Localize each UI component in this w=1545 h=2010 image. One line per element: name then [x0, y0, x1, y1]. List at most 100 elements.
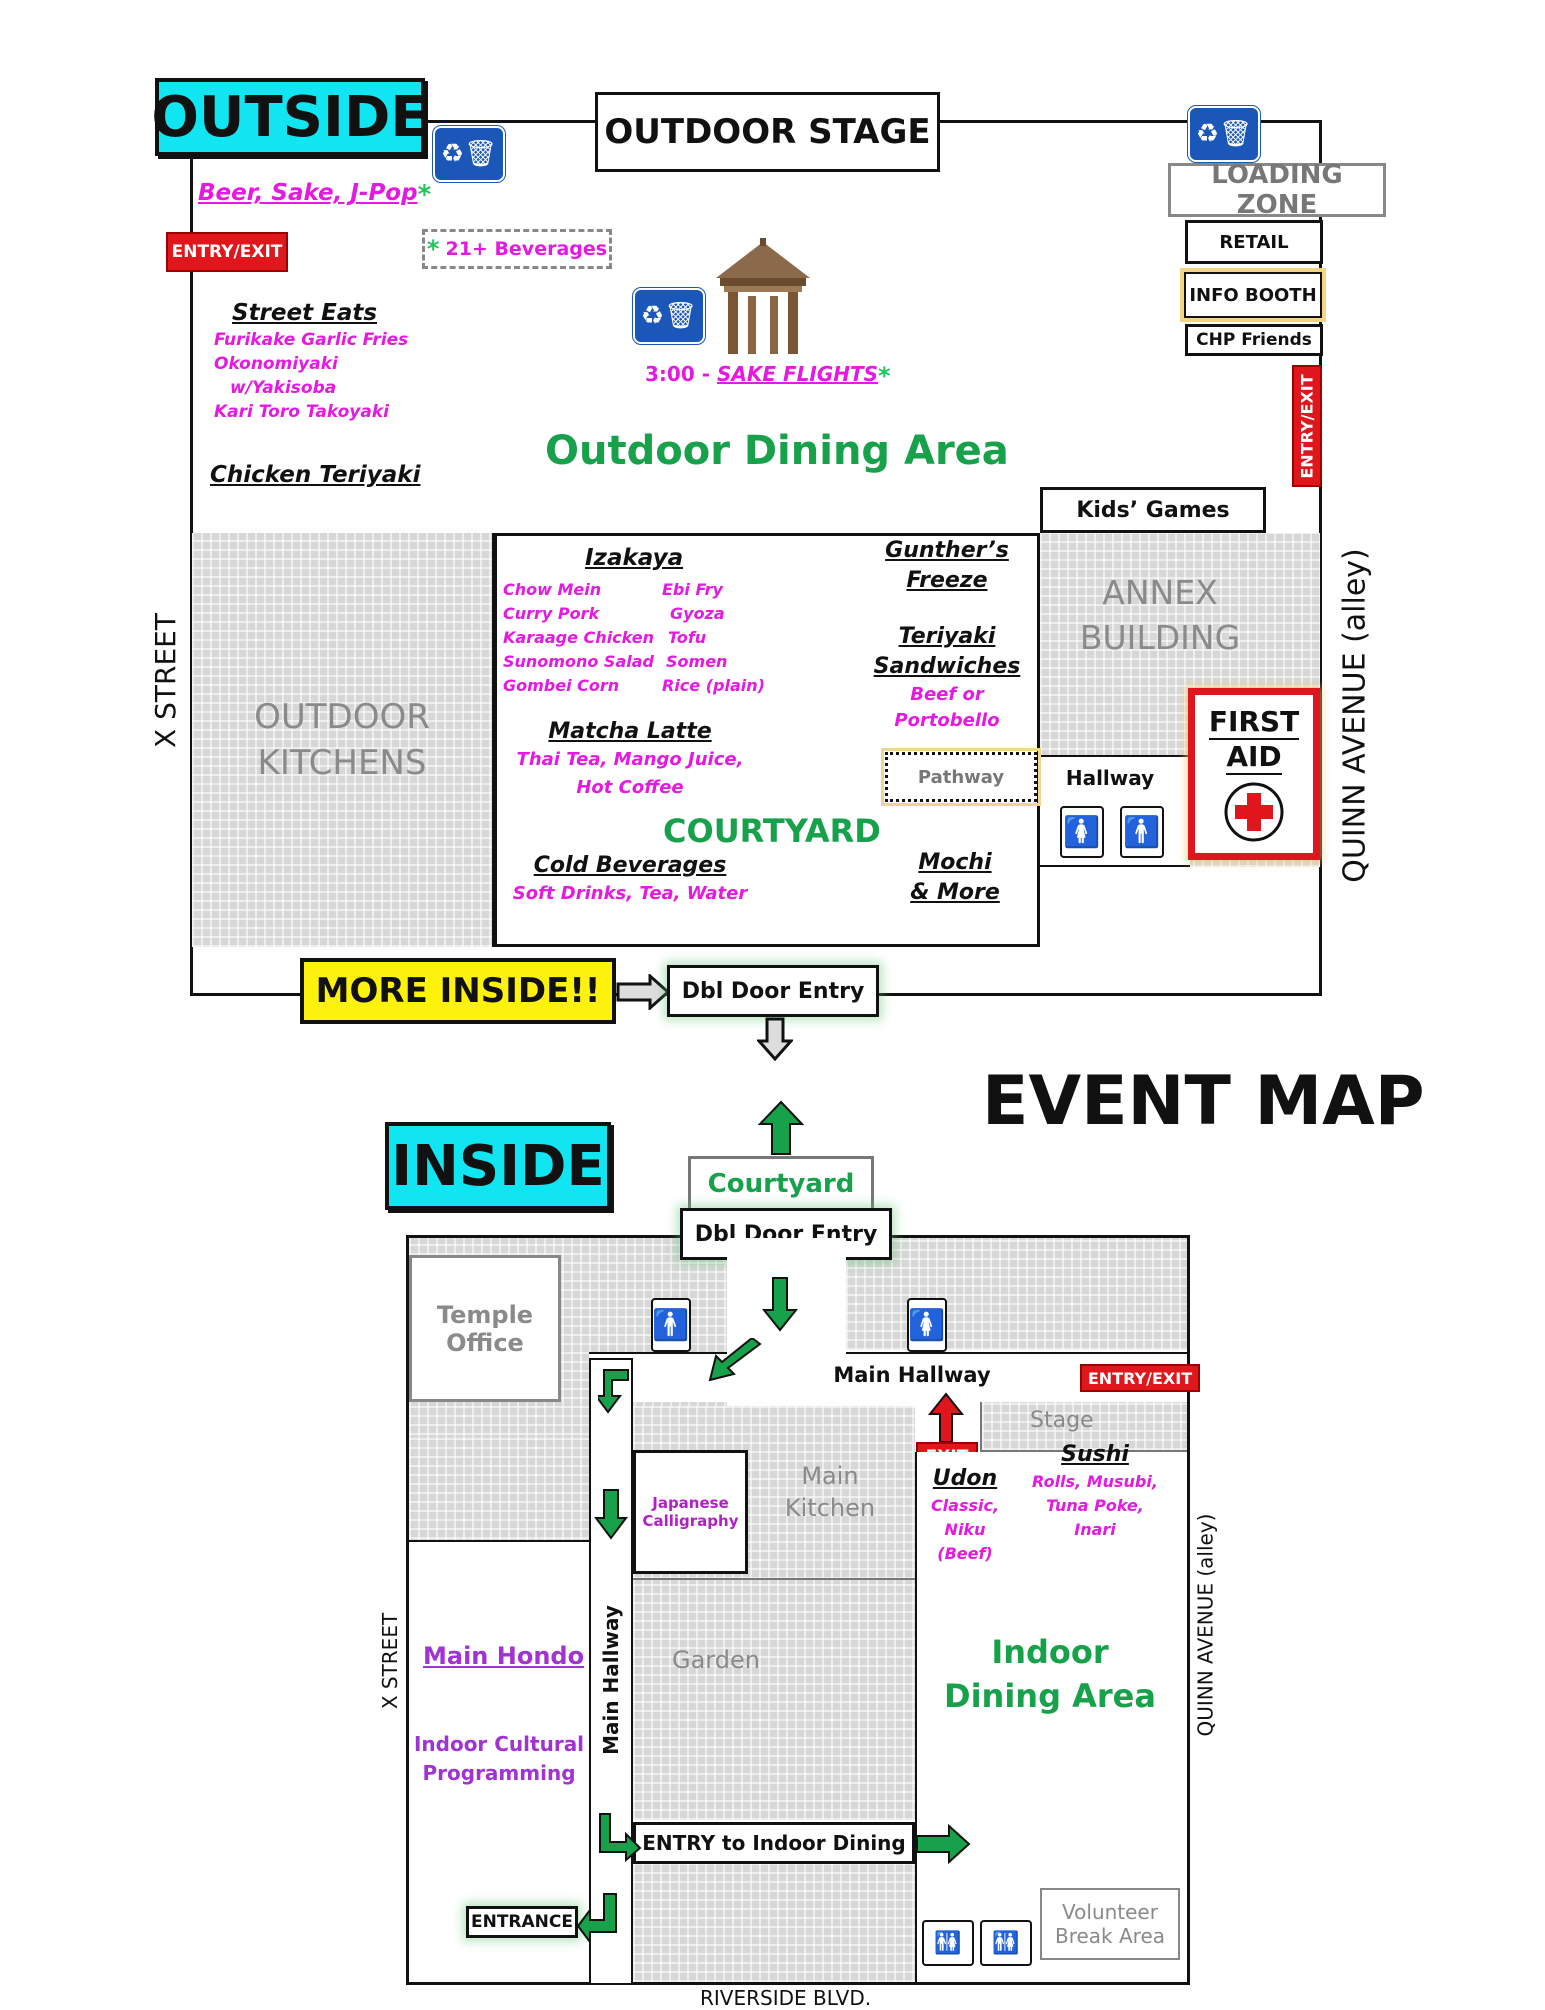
temple-office: Temple Office	[409, 1255, 561, 1402]
calligraphy-label: Calligraphy	[642, 1512, 739, 1530]
matcha-latte-title: Matcha Latte	[548, 719, 712, 744]
main-hallway-top-label: Main Hallway	[833, 1363, 991, 1387]
entry-exit-right: ENTRY/EXIT	[1292, 365, 1322, 487]
udon-title: Udon	[932, 1466, 998, 1491]
quinn-avenue-outside-label: QUINN AVENUE (alley)	[1337, 547, 1373, 883]
arrow-icon	[916, 1824, 971, 1864]
pagoda-gate-icon	[716, 238, 810, 354]
x-street-outside: X STREET	[110, 613, 220, 748]
izakaya-item: Rice (plain)	[662, 676, 765, 695]
family-restroom-icon: 🚻	[980, 1920, 1032, 1966]
teriyaki-sandwiches-item: Beef or	[910, 684, 984, 705]
cold-beverages-item: Soft Drinks, Tea, Water	[512, 883, 748, 904]
udon-item: Niku	[944, 1520, 986, 1539]
courtyard-area	[494, 533, 1040, 947]
annex-label-1: ANNEX	[1102, 573, 1218, 612]
main-kitchen-label: Kitchen	[784, 1494, 876, 1522]
entrance-sign: ENTRANCE	[466, 1906, 578, 1938]
izakaya-item: Tofu	[668, 628, 707, 647]
gunthers-line2: Freeze	[906, 568, 988, 593]
first-aid-label-2: AID	[1226, 740, 1282, 775]
arrow-icon	[757, 1017, 793, 1061]
retail-booth: RETAIL	[1185, 220, 1323, 264]
sake-time: 3:00 -	[645, 362, 717, 386]
indoor-dining-label: Indoor	[991, 1633, 1109, 1671]
main-kitchen-label: Main	[801, 1462, 859, 1490]
stage-label: Stage	[1030, 1408, 1094, 1433]
upper-right-block	[846, 1238, 1187, 1350]
mochi-more: Mochi & More	[900, 848, 1010, 908]
arrow-icon	[599, 1813, 642, 1862]
trash-recycle-icon: ♻🗑	[632, 287, 706, 345]
izakaya-item: Gyoza	[670, 604, 725, 623]
volunteer-label: Break Area	[1054, 1924, 1166, 1948]
bottom-center-block	[633, 1842, 915, 1982]
x-street-outside-label: X STREET	[148, 612, 182, 748]
arrow-icon	[762, 1277, 798, 1332]
trash-recycle-icon: ♻🗑	[1187, 105, 1261, 163]
izakaya-item: Sunomono Salad	[503, 652, 654, 671]
entry-exit-left: ENTRY/EXIT	[166, 232, 288, 272]
sake-flights-label: SAKE FLIGHTS	[716, 362, 879, 386]
first-aid-cross-icon	[1224, 782, 1284, 842]
first-aid-label-1: FIRST	[1208, 705, 1300, 740]
female-restroom-icon: 🚺	[907, 1298, 947, 1352]
sushi: Sushi Rolls, Musubi, Tuna Poke, Inari	[1025, 1440, 1165, 1542]
outdoor-dining-label: Outdoor Dining Area	[545, 428, 1009, 474]
courtyard-button: Courtyard	[688, 1156, 874, 1212]
arrow-icon	[708, 1338, 762, 1382]
izakaya-item: Chow Mein	[503, 580, 602, 599]
gunthers-line1: Gunther’s	[885, 538, 1009, 563]
beverages-21-zone: * 21+ Beverages	[422, 229, 612, 269]
inside-header: INSIDE	[385, 1122, 611, 1210]
entry-exit-inside: ENTRY/EXIT	[1080, 1364, 1200, 1392]
asterisk-green: *	[417, 180, 432, 210]
arrow-icon	[616, 974, 670, 1010]
indoor-dining-label: Dining Area	[944, 1677, 1156, 1715]
volunteer-label: Volunteer	[1062, 1900, 1158, 1924]
temple-office-label: Temple	[436, 1300, 534, 1329]
mochi-line1: Mochi	[918, 850, 992, 875]
arrow-icon	[758, 1100, 804, 1155]
x-street-inside-label: X STREET	[377, 1612, 402, 1710]
asterisk-green: *	[878, 362, 891, 390]
teriyaki-sandwiches-title: Teriyaki	[898, 624, 996, 649]
street-eats-item: Okonomiyaki	[214, 354, 338, 374]
cold-beverages: Cold Beverages Soft Drinks, Tea, Water	[500, 852, 760, 908]
sushi-item: Inari	[1074, 1520, 1116, 1539]
arrow-icon	[594, 1489, 628, 1540]
stage-block	[980, 1396, 1187, 1452]
kids-games: Kids’ Games	[1040, 487, 1266, 533]
male-restroom-icon: 🚹	[1120, 806, 1164, 858]
volunteer-break-area: Volunteer Break Area	[1040, 1888, 1180, 1960]
izakaya-item: Ebi Fry	[662, 580, 723, 599]
mochi-line2: & More	[910, 880, 1000, 905]
arrow-icon	[598, 1369, 629, 1414]
izakaya-item: Karaage Chicken	[503, 628, 654, 647]
female-restroom-icon: 🚺	[1060, 806, 1104, 858]
sushi-item: Rolls, Musubi,	[1032, 1472, 1158, 1491]
indoor-cultural-label: Programming	[422, 1761, 576, 1785]
outdoor-stage: OUTDOOR STAGE	[595, 92, 940, 172]
asterisk-green: *	[426, 235, 440, 263]
chicken-teriyaki: Chicken Teriyaki	[210, 462, 421, 488]
udon-item: (Beef)	[937, 1544, 993, 1563]
main-hondo: Main Hondo	[423, 1642, 585, 1670]
garden-block	[633, 1578, 915, 1820]
izakaya-title: Izakaya	[585, 545, 684, 571]
sushi-title: Sushi	[1061, 1442, 1129, 1467]
sake-flights: 3:00 - SAKE FLIGHTS*	[645, 362, 891, 390]
udon-item: Classic,	[930, 1496, 1000, 1515]
street-eats-item: Kari Toro Takoyaki	[214, 402, 389, 422]
quinn-avenue-outside: QUINN AVENUE (alley)	[1200, 548, 1510, 882]
matcha-latte-item: Thai Tea, Mango Juice,	[516, 749, 744, 770]
udon: Udon Classic, Niku (Beef)	[920, 1464, 1010, 1566]
street-eats-title: Street Eats	[232, 300, 378, 326]
male-restroom-icon: 🚹	[651, 1298, 691, 1352]
teriyaki-sandwiches: Teriyaki Sandwiches Beef or Portobello	[872, 622, 1022, 734]
izakaya-item: Somen	[666, 652, 728, 671]
x-street-inside: X STREET	[330, 1613, 450, 1709]
beverages-21-label: 21+ Beverages	[445, 238, 608, 260]
pathway: Pathway	[881, 748, 1041, 806]
trash-recycle-icon: ♻🗑	[432, 125, 506, 183]
